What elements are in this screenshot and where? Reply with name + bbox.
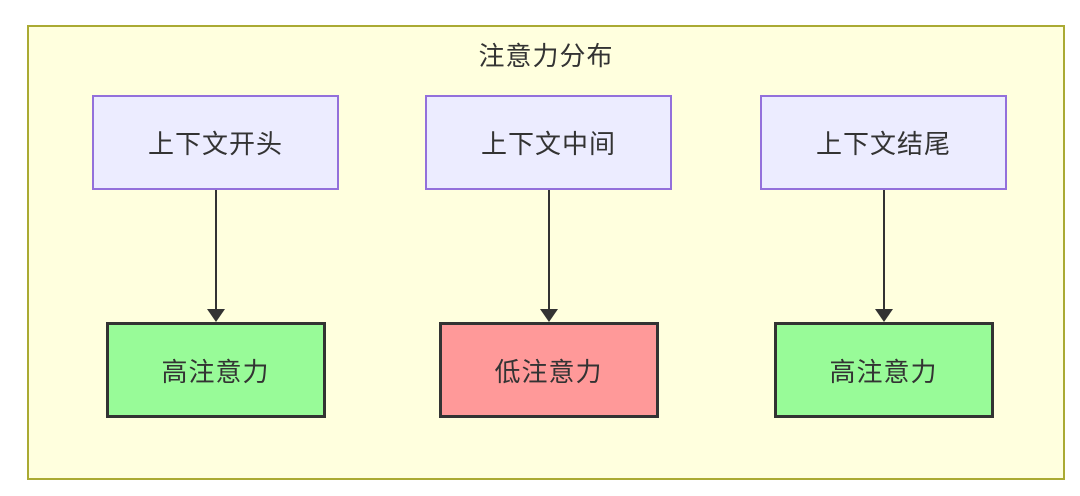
flow-column-context-start: 上下文开头 高注意力 — [92, 95, 339, 418]
node-context-middle: 上下文中间 — [425, 95, 672, 190]
node-context-end-label: 上下文结尾 — [815, 129, 951, 159]
node-attention-start-label: 高注意力 — [161, 356, 270, 387]
arrow-down-icon — [539, 190, 558, 322]
attention-diagram: 注意力分布 上下文开头 高注意力 上下文中间 低注意力 — [27, 25, 1065, 480]
arrow-head-icon — [874, 309, 893, 322]
arrow-line — [214, 190, 217, 309]
node-attention-end-label: 高注意力 — [829, 356, 938, 387]
arrow-head-icon — [539, 309, 558, 322]
node-attention-middle-label: 低注意力 — [494, 356, 603, 387]
node-context-middle-label: 上下文中间 — [480, 129, 616, 159]
node-attention-middle: 低注意力 — [438, 322, 659, 418]
arrow-line — [882, 190, 885, 309]
arrow-down-icon — [874, 190, 893, 322]
node-attention-start: 高注意力 — [105, 322, 326, 418]
node-context-start: 上下文开头 — [92, 95, 339, 190]
node-context-start-label: 上下文开头 — [147, 129, 283, 159]
arrow-line — [547, 190, 550, 309]
arrow-down-icon — [206, 190, 225, 322]
arrow-head-icon — [206, 309, 225, 322]
node-attention-end: 高注意力 — [773, 322, 994, 418]
diagram-title: 注意力分布 — [478, 41, 614, 71]
flow-column-context-end: 上下文结尾 高注意力 — [760, 95, 1007, 418]
node-context-end: 上下文结尾 — [760, 95, 1007, 190]
flow-column-context-middle: 上下文中间 低注意力 — [425, 95, 672, 418]
